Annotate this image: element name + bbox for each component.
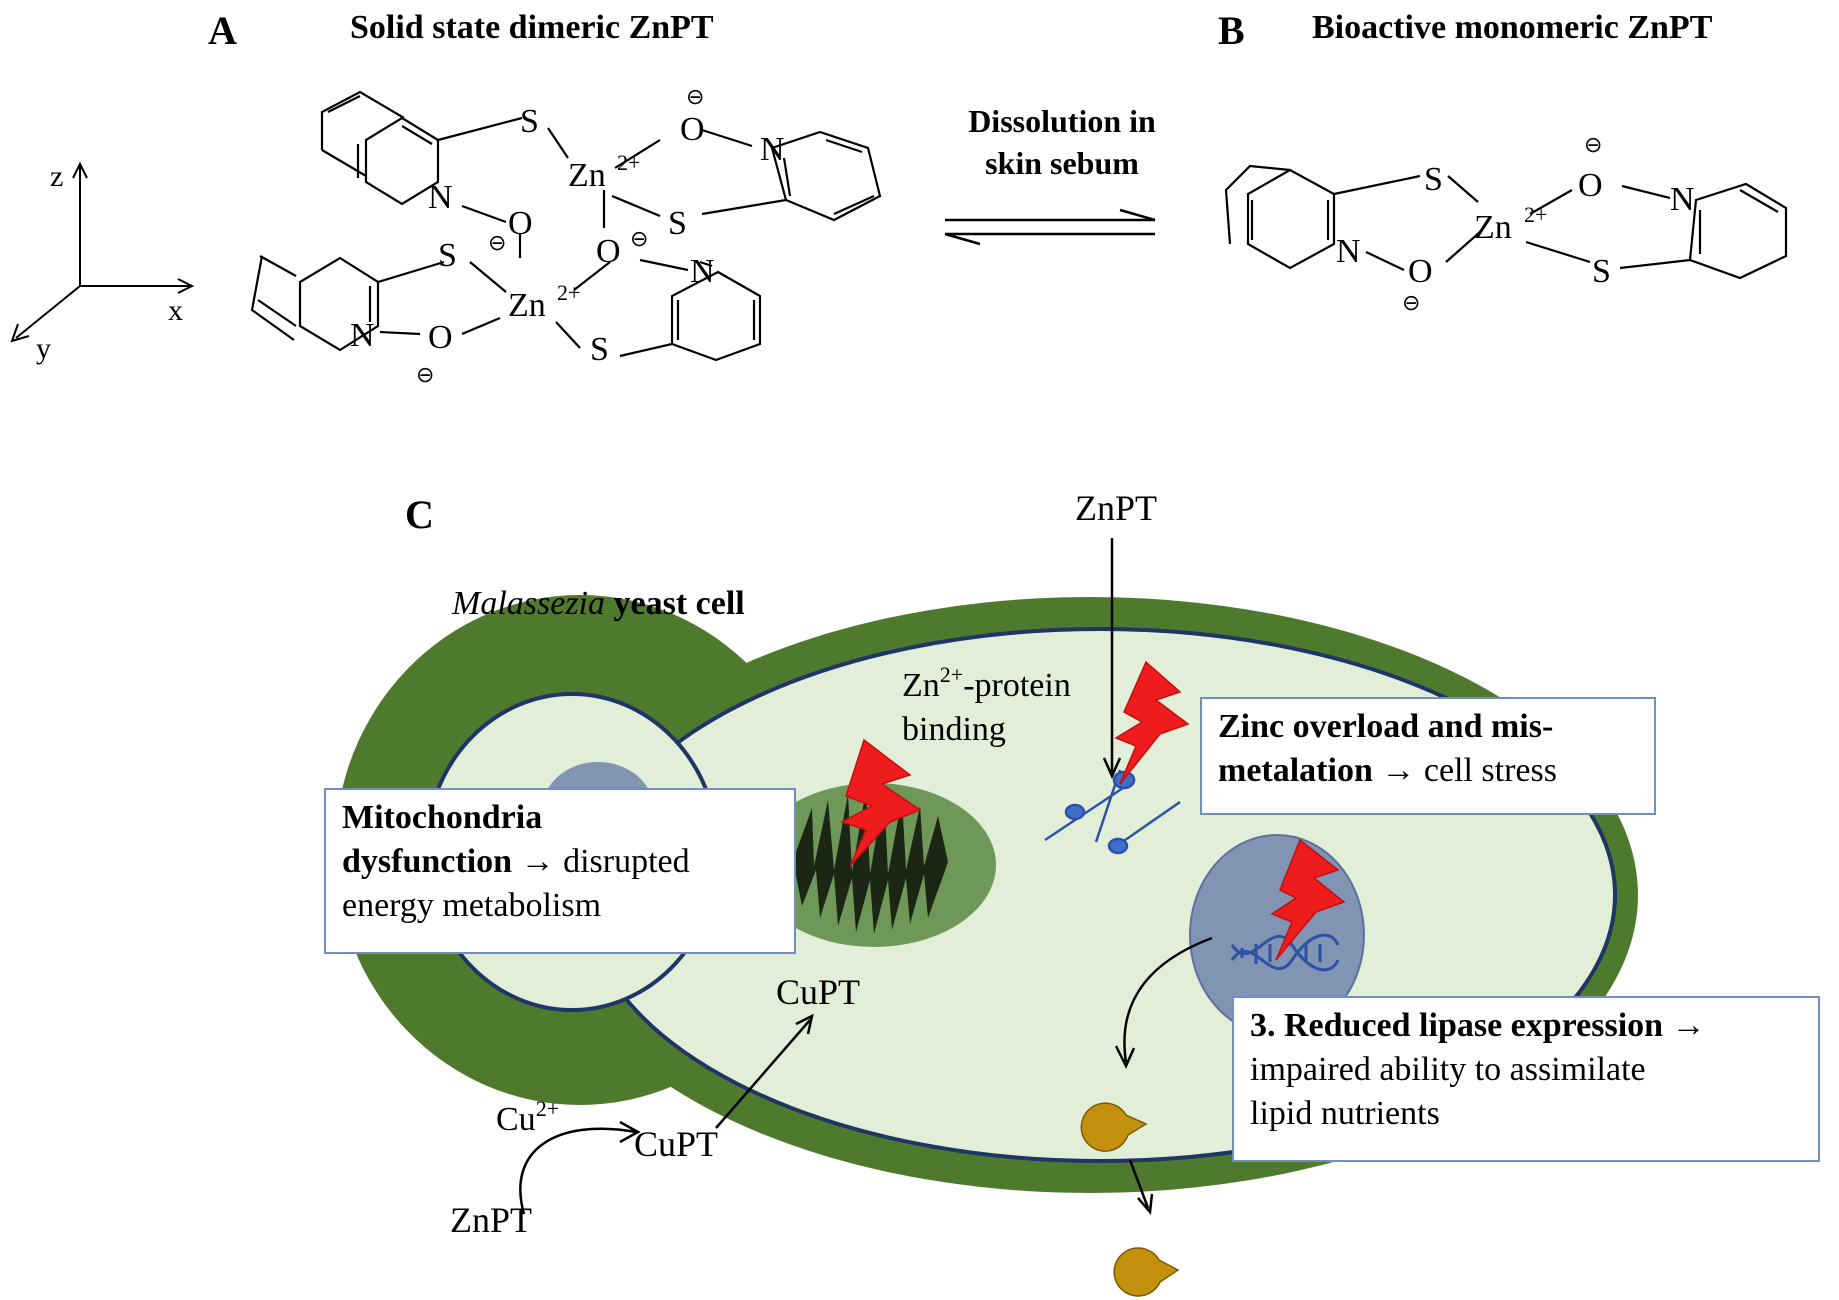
atom-zn-charge: 2+ <box>617 150 640 175</box>
dimeric-znpt-structure: S Zn 2+ O ⊖ N N O S S ⊖ O ⊖ N Zn 2+ N O … <box>250 84 882 387</box>
atom-zn-charge: 2+ <box>1524 202 1547 227</box>
mito-box-bold-1: Mitochondria <box>342 799 543 836</box>
axes-icon <box>10 161 195 343</box>
atom-n: N <box>760 131 785 168</box>
arrow-head <box>619 1120 641 1144</box>
cu-label: Cu2+ <box>496 1096 559 1138</box>
atom-zn-charge: 2+ <box>557 280 580 305</box>
cell-name-label: Malassezia yeast cell <box>451 585 745 622</box>
axis-label-x: x <box>168 294 183 327</box>
panel-title-a: Solid state dimeric ZnPT <box>350 9 714 46</box>
panel-label-c: C <box>405 492 434 537</box>
minus-sign: ⊖ <box>488 230 506 255</box>
atom-o: O <box>1408 253 1433 290</box>
cu-label-base: Cu <box>496 1101 536 1138</box>
mito-box-rest-2: energy metabolism <box>342 887 602 924</box>
atom-o: O <box>596 233 621 270</box>
panel-title-b: Bioactive monomeric ZnPT <box>1312 9 1713 46</box>
minus-sign: ⊖ <box>416 362 434 387</box>
atom-n: N <box>1670 181 1695 218</box>
arrow-head <box>795 1013 814 1035</box>
atom-s: S <box>668 205 687 242</box>
atom-s: S <box>438 237 457 274</box>
minus-sign: ⊖ <box>630 226 648 251</box>
arrow-head <box>1137 1193 1154 1215</box>
atom-n: N <box>690 253 715 290</box>
mitochondria-box: Mitochondria dysfunction → disrupted ene… <box>324 788 796 954</box>
zn-protein-label-line2: binding <box>902 711 1006 748</box>
lipase-box-rest-1: impaired ability to assimilate <box>1250 1051 1646 1088</box>
znpt-top-label: ZnPT <box>1075 488 1157 528</box>
atom-o: O <box>1578 167 1603 204</box>
atom-o: O <box>680 111 705 148</box>
zinc-box-arrow: → <box>1372 752 1424 789</box>
panel-label-b: B <box>1218 8 1245 53</box>
zinc-overload-box: Zinc overload and mis- metalation → cell… <box>1200 697 1656 815</box>
cell-name-rest: yeast cell <box>605 585 745 622</box>
lipase-icon <box>1080 1102 1148 1152</box>
lipase-icon <box>1113 1247 1180 1297</box>
cell-name-italic: Malassezia <box>451 585 605 622</box>
monomeric-znpt-structure: S N O ⊖ Zn 2+ O ⊖ N S <box>1224 132 1788 315</box>
atom-n: N <box>1336 233 1361 270</box>
mito-box-rest-1: disrupted <box>563 843 690 880</box>
atom-zn: Zn <box>1474 209 1512 246</box>
zinc-box-bold-2: metalation <box>1218 752 1373 789</box>
atom-o: O <box>428 319 453 356</box>
cu-conversion-arrow <box>519 1127 637 1215</box>
lightning-icon <box>840 660 1346 961</box>
atom-zn: Zn <box>568 157 606 194</box>
arrow-head <box>1102 757 1122 780</box>
atom-n: N <box>428 179 453 216</box>
zn-protein-label-charge: 2+ <box>940 662 963 687</box>
equilibrium-label-line2: skin sebum <box>985 145 1139 181</box>
zn-protein-label: Zn2+-protein <box>902 662 1071 704</box>
atom-n: N <box>350 317 375 354</box>
equilibrium-label-line1: Dissolution in <box>968 103 1156 139</box>
atom-s: S <box>1592 253 1611 290</box>
dna-to-lipase-arrow <box>1123 936 1213 1063</box>
lipase-box: 3. Reduced lipase expression → impaired … <box>1232 996 1820 1162</box>
atom-s: S <box>590 331 609 368</box>
cupt-outer-label: CuPT <box>634 1124 718 1164</box>
axis-label-y: y <box>36 332 51 365</box>
lipase-box-rest-2: lipid nutrients <box>1250 1095 1440 1132</box>
minus-sign: ⊖ <box>1402 290 1420 315</box>
atom-o: O <box>508 205 533 242</box>
cupt-entry-arrow <box>715 1019 811 1129</box>
axis-label-z: z <box>50 160 63 193</box>
zinc-box-rest: cell stress <box>1423 752 1557 789</box>
equilibrium-arrows-icon <box>944 208 1156 246</box>
atom-s: S <box>520 103 539 140</box>
mitochondrion-cristae <box>793 790 948 934</box>
atom-zn: Zn <box>508 287 546 324</box>
minus-sign: ⊖ <box>686 84 704 109</box>
znpt-bottom-label: ZnPT <box>450 1200 532 1240</box>
mito-box-bold-2: dysfunction <box>342 843 513 880</box>
lipase-secretion-arrow <box>1128 1159 1150 1209</box>
mito-box-arrow: → <box>512 843 564 880</box>
minus-sign: ⊖ <box>1584 132 1602 157</box>
arrow-head <box>1114 1045 1136 1069</box>
panel-label-a: A <box>208 8 237 53</box>
zn-protein-label-zn: Zn <box>902 667 940 704</box>
lipase-box-bold-1: 3. Reduced lipase expression → <box>1250 1007 1706 1044</box>
zn-protein-label-rest: -protein <box>963 667 1071 704</box>
cupt-inner-label: CuPT <box>776 972 860 1012</box>
zinc-box-bold-1: Zinc overload and mis- <box>1218 708 1554 745</box>
cu-label-charge: 2+ <box>536 1096 559 1121</box>
atom-s: S <box>1424 161 1443 198</box>
